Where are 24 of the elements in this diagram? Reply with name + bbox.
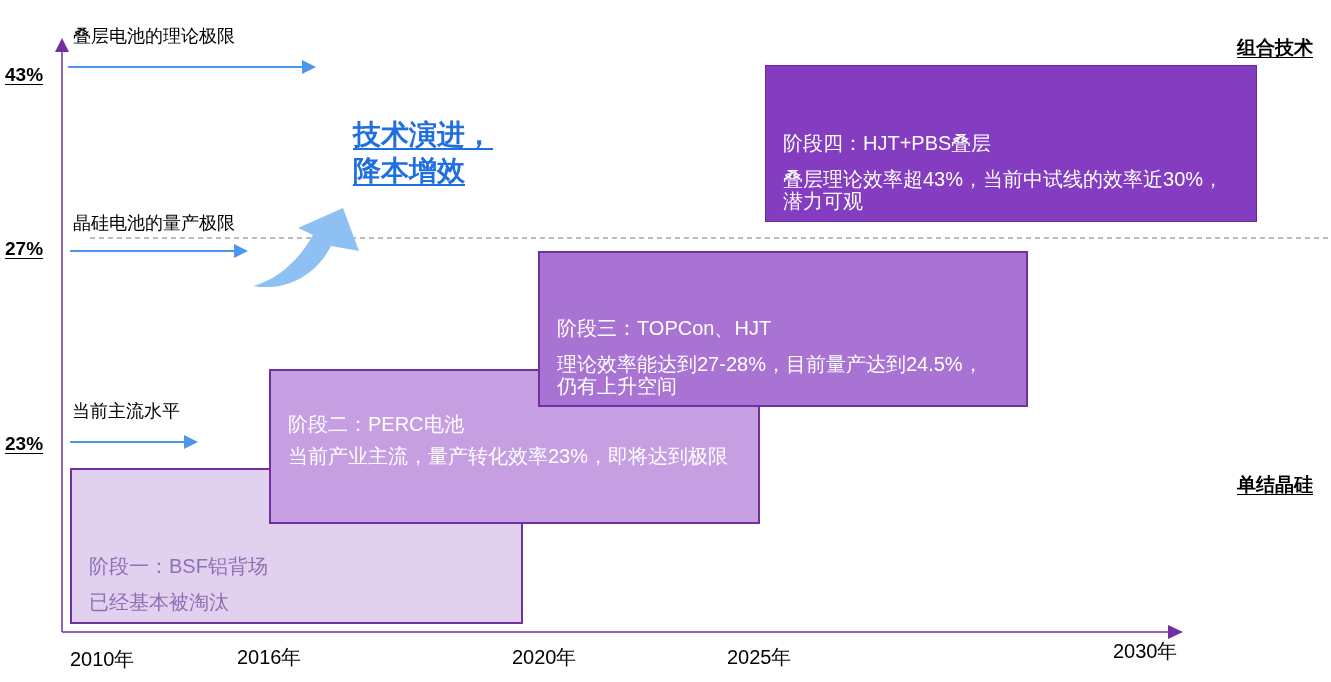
level-caption: 叠层电池的理论极限	[73, 25, 235, 48]
percent-label: 27%	[5, 237, 44, 261]
level-caption: 当前主流水平	[72, 400, 180, 423]
stage-box	[538, 251, 1028, 407]
stage-box	[765, 65, 1257, 222]
year-label: 2025年	[727, 645, 792, 670]
stage-description: 当前产业主流，量产转化效率23%，即将达到极限	[288, 445, 729, 467]
stage-description: 理论效率能达到27-28%，目前量产达到24.5%，仍有上升空间	[557, 353, 984, 397]
year-label: 2020年	[512, 645, 577, 670]
category-label: 组合技术	[1237, 36, 1313, 60]
stage-description: 叠层理论效率超43%，当前中试线的效率近30%，潜力可观	[783, 168, 1225, 212]
year-label: 2030年	[1113, 639, 1178, 664]
level-caption: 晶硅电池的量产极限	[73, 212, 235, 235]
stage-title: 阶段三：TOPCon、HJT	[557, 317, 772, 339]
category-label: 单结晶硅	[1237, 473, 1313, 497]
stage-title: 阶段一：BSF铝背场	[89, 555, 268, 577]
stage-description: 已经基本被淘汰	[89, 591, 229, 613]
stage-title: 阶段四：HJT+PBS叠层	[783, 132, 992, 154]
percent-label: 43%	[5, 63, 44, 87]
year-label: 2010年	[70, 647, 135, 672]
percent-label: 23%	[5, 432, 44, 456]
slogan-text: 技术演进，降本增效	[353, 118, 494, 188]
stage-title: 阶段二：PERC电池	[288, 413, 464, 435]
year-label: 2016年	[237, 645, 302, 670]
